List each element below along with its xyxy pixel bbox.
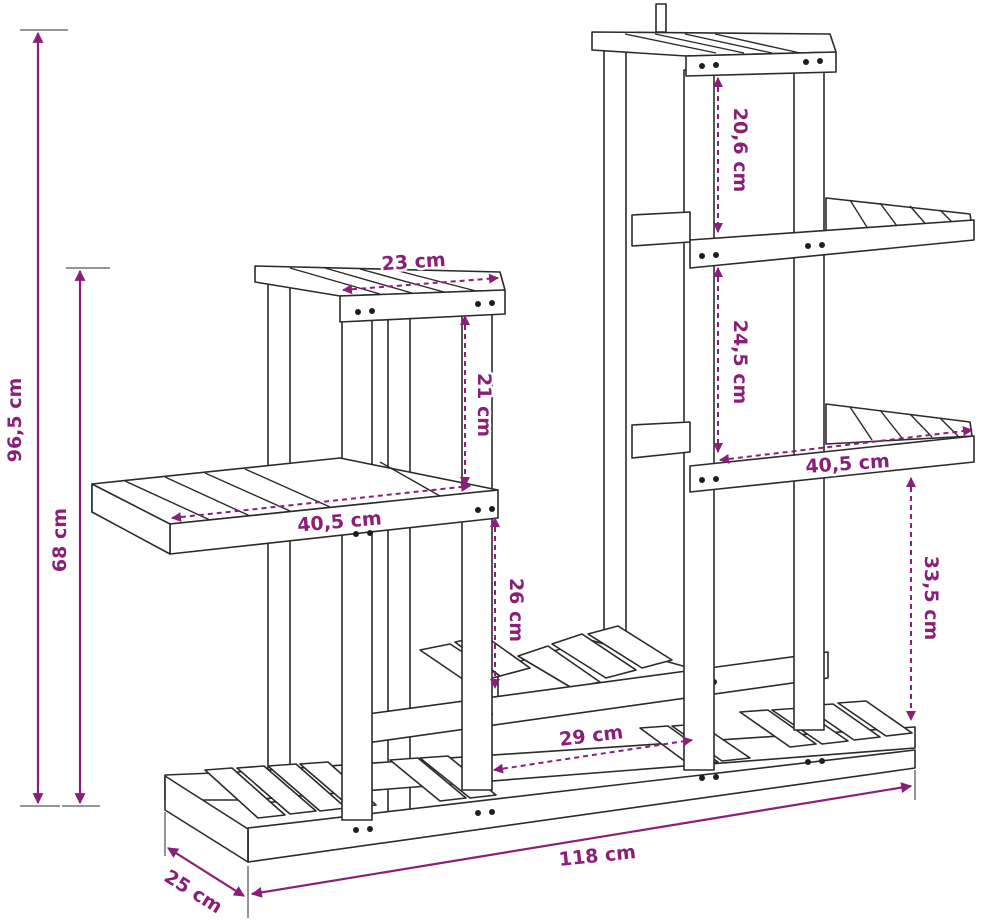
label-top-small-width: 23 cm <box>381 249 447 275</box>
left-top-shelf <box>254 265 506 323</box>
right-top-shelf <box>591 3 837 77</box>
label-right-gap-middle: 24,5 cm <box>729 320 751 405</box>
left-middle-shelf <box>91 457 499 555</box>
label-left-height: 68 cm <box>49 508 71 572</box>
right-middle-shelf <box>631 197 975 269</box>
label-right-gap-bottom: 33,5 cm <box>920 556 942 641</box>
label-right-shelf-width: 40,5 cm <box>805 450 891 478</box>
label-left-gap-upper: 21 cm <box>473 373 495 437</box>
right-tower-front-posts <box>683 61 825 771</box>
label-total-width: 118 cm <box>558 841 637 871</box>
left-tower-front-posts <box>341 309 493 821</box>
label-right-gap-top: 20,6 cm <box>729 108 751 193</box>
label-total-height: 96,5 cm <box>4 378 26 463</box>
dimension-lines <box>20 29 973 918</box>
label-left-gap-lower: 26 cm <box>505 578 527 642</box>
plant-stand-illustration <box>91 3 975 863</box>
label-depth: 25 cm <box>160 866 226 919</box>
